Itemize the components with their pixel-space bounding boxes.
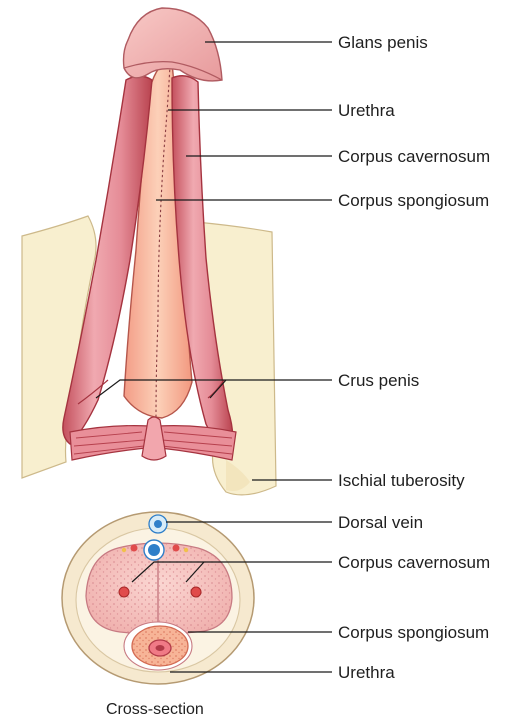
label-glans-penis: Glans penis bbox=[338, 33, 428, 52]
urethra-course bbox=[155, 19, 173, 419]
label-corpus-cavernosum: Corpus cavernosum bbox=[338, 147, 490, 166]
label-corpus-spongiosum: Corpus spongiosum bbox=[338, 191, 489, 210]
dorsal-artery-left bbox=[130, 544, 138, 552]
label-cs-urethra: Urethra bbox=[338, 663, 395, 682]
ischial-tuberosity bbox=[226, 460, 250, 491]
cross-section bbox=[61, 511, 255, 685]
dorsal-vein-inner bbox=[154, 520, 162, 528]
corpus-cavernosum-left bbox=[62, 75, 153, 445]
label-crus-penis: Crus penis bbox=[338, 371, 419, 390]
label-cs-corpus-cavernosum: Corpus cavernosum bbox=[338, 553, 490, 572]
leader-lines bbox=[95, 41, 332, 673]
deep-artery-right bbox=[190, 586, 202, 598]
deep-artery-left bbox=[118, 586, 130, 598]
label-urethra: Urethra bbox=[338, 101, 395, 120]
perineal-muscles bbox=[69, 416, 237, 461]
label-ischial-tuberosity: Ischial tuberosity bbox=[338, 471, 465, 490]
label-cs-corpus-spongiosum: Corpus spongiosum bbox=[338, 623, 489, 642]
cross-section-caption: Cross-section bbox=[106, 701, 204, 718]
crus-penis-left-ridge bbox=[77, 379, 109, 405]
glans-penis bbox=[122, 7, 223, 82]
label-dorsal-vein: Dorsal vein bbox=[338, 513, 423, 532]
dorsal-artery-right bbox=[172, 544, 180, 552]
